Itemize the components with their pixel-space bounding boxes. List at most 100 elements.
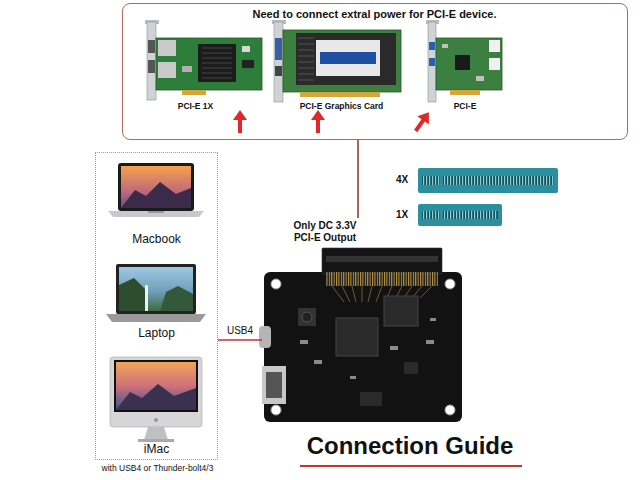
adapter-board-image: [264, 272, 462, 422]
pointer-arrow: [233, 110, 247, 133]
network-card-image: [182, 66, 192, 72]
graphics-card-image: [272, 20, 401, 102]
macbook-device: Macbook: [98, 156, 215, 246]
laptop-image: [106, 314, 206, 322]
laptop-image: [106, 264, 206, 322]
power-line: [357, 140, 359, 218]
laptop-image: [119, 267, 193, 311]
node-text: PCI-E: [418, 101, 513, 111]
graphics-card: PCI-E Graphics Card: [272, 20, 412, 112]
adapter-board-image: [426, 340, 434, 344]
node-text: iMac: [98, 442, 215, 456]
node-text: Need to connect extral power for PCI-E d…: [123, 8, 626, 21]
adapter-board-image: [326, 256, 438, 262]
pcie-x1-slot: [440, 208, 443, 222]
pcie-card-image: [429, 42, 435, 50]
network-card-image: [148, 40, 155, 53]
network-card-image: [242, 46, 250, 52]
network-card-image: [158, 40, 176, 56]
adapter-board-image: [445, 279, 455, 289]
pcie-card-image: [476, 76, 484, 81]
network-card-image: [182, 90, 206, 95]
pointer-arrow: [311, 110, 325, 133]
macbook-image: [148, 211, 164, 213]
network-card-image: [158, 62, 176, 78]
graphics-card-image: [274, 22, 283, 102]
power-required-panel: PCI-E 1X PCI-E Graphics Card PCI-E Need to …: [122, 3, 628, 140]
network-card-image: [202, 48, 232, 78]
guide-title: Connection Guide: [288, 432, 532, 461]
slot-size-label: 4X: [396, 174, 416, 186]
node-text: Macbook: [98, 232, 215, 246]
adapter-board-image: [404, 362, 418, 374]
adapter-board-image: [302, 312, 312, 322]
node-text: with USB4 or Thunder-bolt4/3: [90, 463, 225, 473]
adapter-board-image: [259, 248, 462, 422]
pcie-x4-slot: [418, 168, 558, 193]
graphics-card-image: [298, 38, 314, 80]
pcie-card-image: [442, 44, 448, 48]
laptop-device: Laptop: [98, 258, 215, 340]
adapter-board-image: [271, 279, 281, 289]
adapter-board-image: [430, 318, 436, 321]
pcie-card-image: [450, 90, 480, 95]
network-card-image: [148, 60, 155, 73]
pcie-x4-slot: [418, 168, 558, 193]
network-card-image: [156, 38, 262, 90]
macbook-image: [121, 182, 191, 208]
edge-label: USB4: [218, 325, 262, 337]
adapter-board-image: [390, 346, 398, 350]
pcie-x4-slot: [440, 173, 443, 188]
title-underline: [300, 465, 522, 467]
graphics-card-image: [296, 33, 396, 85]
adapter-board-image: [266, 372, 282, 398]
pcie-card-image: [429, 58, 435, 66]
adapter-board-image: [259, 326, 271, 348]
pcie-card-image: [489, 40, 500, 52]
laptop-image: [116, 264, 196, 314]
pcie-card-image: [428, 22, 436, 102]
adapter-board-image: [326, 272, 438, 286]
adapter-board-image: [336, 318, 378, 356]
network-card-image: [145, 20, 262, 100]
pcie-x1-slot: [422, 211, 498, 219]
pcie-x1-slot: [418, 204, 502, 226]
network-card-image: [147, 22, 156, 100]
adapter-board-image: [445, 405, 455, 415]
adapter-board-image: [298, 308, 316, 326]
imac-image: [154, 418, 158, 422]
node-text: PCI-E Graphics Card: [272, 101, 412, 111]
host-device-group: MacbookLaptopiMacwith USB4 or Thunder-bo…: [95, 152, 218, 460]
imac-image: [116, 362, 196, 410]
laptop-image: [145, 285, 148, 311]
laptop-image: [119, 278, 146, 311]
usb4-pcie-board: Only DC 3.3V PCI-E Output: [262, 218, 464, 424]
adapter-board-image: [350, 376, 356, 379]
adapter-board-image: [322, 248, 442, 274]
imac-image: [110, 357, 202, 442]
laptop-image: [160, 286, 193, 311]
slot-size-label: 1X: [396, 209, 416, 221]
adapter-board-image: [300, 340, 308, 344]
node-text: Only DC 3.3V PCI-E Output: [284, 220, 366, 244]
pcie-card-image: [426, 20, 502, 102]
macbook-image: [108, 163, 204, 217]
pcie-card-image: [489, 58, 500, 70]
adapter-board-image: [271, 405, 281, 415]
pcie-card: PCI-E: [418, 20, 513, 112]
graphics-card-image: [300, 92, 380, 97]
imac-image: [116, 384, 196, 410]
macbook-image: [121, 166, 191, 208]
macbook-image: [108, 211, 204, 217]
imac-image: [138, 439, 174, 442]
adapter-board-image: [384, 296, 418, 326]
graphics-card-image: [283, 30, 401, 92]
network-card-image: [198, 44, 236, 82]
pointer-arrow: [410, 108, 435, 135]
pcie-x1-slot: [418, 204, 502, 226]
macbook-image: [118, 163, 194, 211]
node-text: PCI-E 1X: [140, 101, 252, 111]
